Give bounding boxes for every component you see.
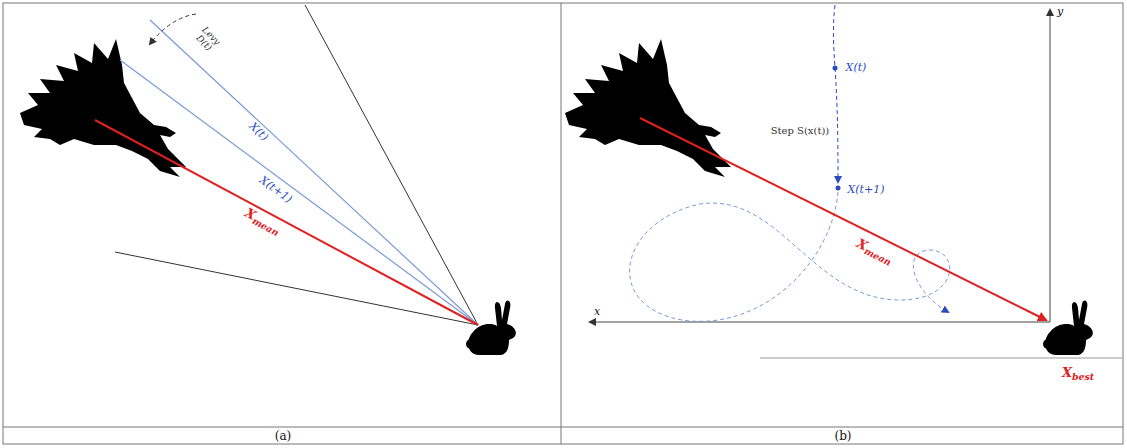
- panel-caption-group: (a): [275, 430, 292, 443]
- axis-label: y: [1057, 5, 1063, 18]
- position-label-group: X(t): [246, 120, 269, 143]
- position-label-group: X(t+1): [847, 184, 884, 196]
- mean-label: mean: [250, 215, 280, 238]
- position-label: X(t): [846, 61, 867, 74]
- levy-label-group: Levy D(t): [189, 22, 224, 57]
- panel-caption: (a): [275, 429, 292, 443]
- position-label: X(t+1): [847, 183, 884, 196]
- best-label: X: [1062, 365, 1072, 380]
- position-label-group: X(t+1): [257, 174, 294, 206]
- position-label: X(t+1): [258, 173, 296, 205]
- panel-caption-group: (b): [834, 430, 851, 443]
- axis-label-group: y: [1057, 6, 1063, 18]
- levy-label: Levy D(t): [194, 25, 222, 53]
- best-label-group: Xbest: [1062, 366, 1094, 382]
- position-label: X(t): [246, 120, 270, 144]
- mean-label-group: Xmean: [241, 206, 283, 238]
- step-label: Step S(x(t)): [771, 125, 829, 136]
- axis-label: x: [594, 305, 600, 318]
- step-label-group: Step S(x(t)): [769, 125, 831, 136]
- mean-label: mean: [862, 245, 893, 267]
- mean-label-group: Xmean: [853, 236, 895, 267]
- panel-caption: (b): [834, 429, 851, 443]
- best-label: best: [1072, 371, 1094, 382]
- position-label-group: X(t): [846, 62, 867, 74]
- axis-label-group: x: [594, 306, 600, 318]
